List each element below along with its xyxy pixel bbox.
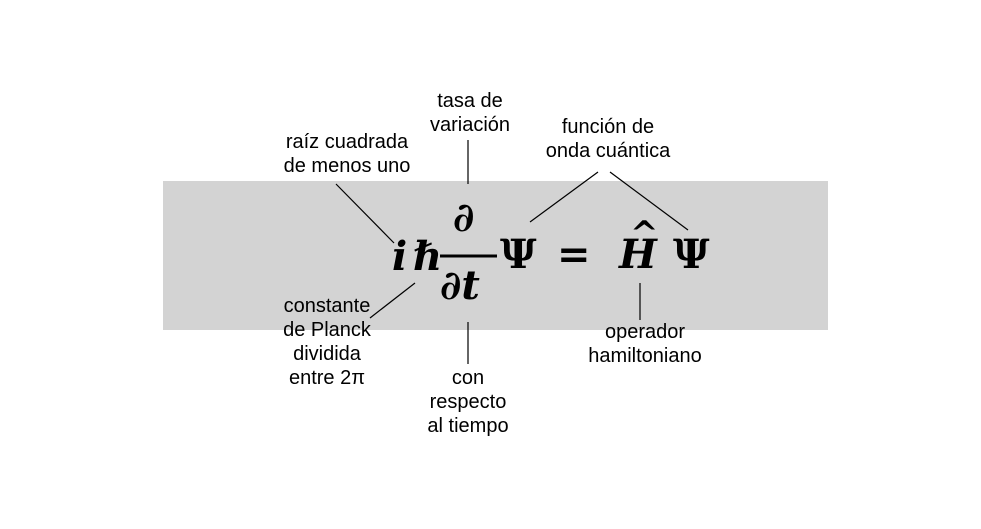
label-sqrt-minus-one: raíz cuadrada de menos uno <box>283 131 411 177</box>
equals-sign: = <box>557 231 591 278</box>
hamiltonian-hat: ^ <box>630 214 659 254</box>
label-wave-function: función de onda cuántica <box>545 116 671 162</box>
label-with-respect-to-time: con respecto al tiempo <box>427 367 509 437</box>
line-sqrt-minus-one <box>335 183 395 244</box>
line-wave-function-left <box>529 171 599 223</box>
label-rate-of-change: tasa de variación <box>429 90 511 136</box>
line-reduced-planck <box>369 282 416 319</box>
psi-right: Ψ <box>673 231 710 278</box>
hamiltonian-H: H <box>619 231 657 278</box>
line-wave-function-right <box>609 171 689 231</box>
label-hamiltonian-operator: operador hamiltoniano <box>588 321 702 367</box>
label-reduced-planck: constante de Planck dividida entre 2π <box>283 295 371 389</box>
partial-derivative-numerator: ∂ <box>453 194 475 241</box>
imaginary-unit: i <box>392 233 408 280</box>
reduced-planck-symbol: ℏ <box>413 233 443 280</box>
psi-left: Ψ <box>500 231 537 278</box>
partial-derivative-denominator: ∂t <box>440 262 480 309</box>
